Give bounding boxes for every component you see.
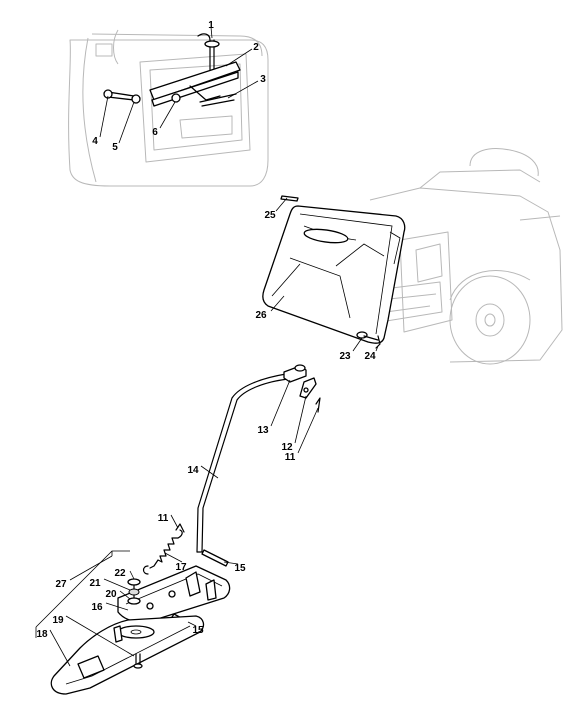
part-11-cotter-upper [315,397,321,413]
part-14-rod [196,373,289,553]
part-27-group-bracket [35,550,130,638]
callout-c13: 13 [257,425,269,436]
callout-c3: 3 [260,74,266,85]
part-26-deflector [262,205,406,344]
callout-c17: 17 [175,562,187,573]
callout-c11b: 11 [158,513,169,524]
callout-c6: 6 [152,127,158,138]
callout-c24: 24 [364,351,376,362]
leader-lines [49,26,379,667]
parts-20-22-stack [127,578,141,605]
callout-c1: 1 [208,20,214,31]
callout-c22: 22 [114,568,126,579]
part-11-cotter-lower [175,523,185,533]
callout-c18: 18 [36,629,48,640]
callout-c26: 26 [255,310,267,321]
part-18-base-plate [50,615,205,695]
callout-c14: 14 [187,465,199,476]
callout-c20: 20 [105,589,117,600]
upper-panel-ghost [68,29,269,187]
part-4-bolt [103,89,135,101]
callout-c5: 5 [112,142,118,153]
callout-c15a: 15 [234,563,246,574]
callout-c2: 2 [253,42,259,53]
callout-c11a: 11 [285,452,296,463]
callout-c16: 16 [91,602,103,613]
part-15-pin-a [201,549,229,567]
callout-c15b: 15 [192,625,204,636]
callout-c12: 12 [281,442,293,453]
part-23-bushing [356,331,379,341]
callout-c4: 4 [92,136,98,147]
callout-c27: 27 [55,579,67,590]
callout-c23: 23 [339,351,351,362]
callout-c21: 21 [89,578,101,589]
callout-c25: 25 [264,210,276,221]
part-12-bracket [299,377,317,399]
part-3-clip [199,93,237,107]
part-25-pin [280,195,299,202]
part-16-bracket [117,565,231,624]
part-5-nut [131,94,141,104]
wheel-ghost [449,269,531,365]
part-6-nut [171,93,181,103]
part-13-fitting [283,364,307,383]
callout-c19: 19 [52,615,64,626]
part-1-pin [197,33,220,75]
part-19-screw [133,653,143,669]
